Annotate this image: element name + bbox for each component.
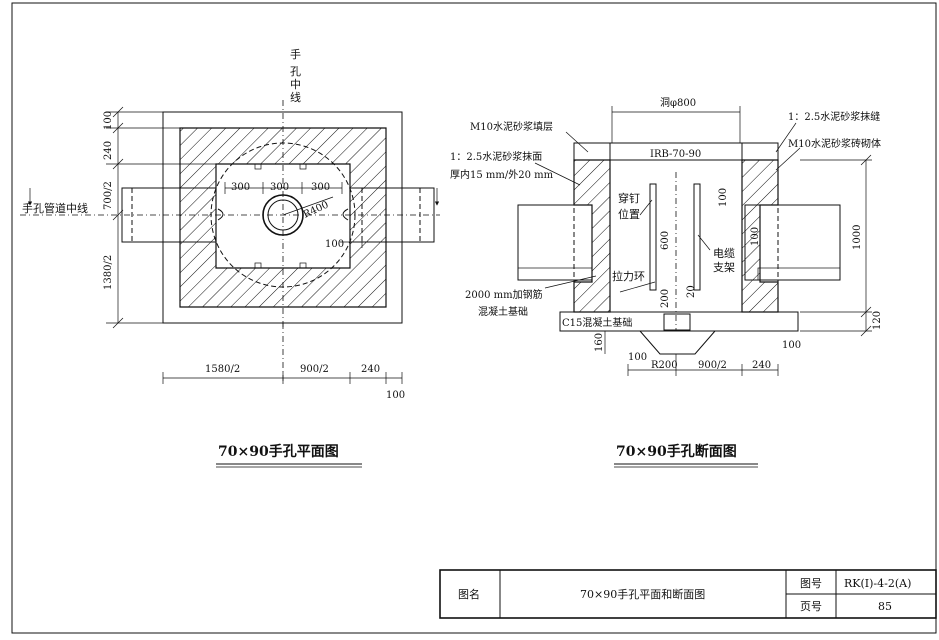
plan-radius-label: R400 bbox=[302, 199, 331, 220]
sheet-border bbox=[11, 2, 937, 634]
section-dim-100b: 100 bbox=[750, 227, 761, 246]
plan-centerline-label-3: 中 bbox=[290, 78, 301, 91]
plan-pipe-centerline-label: 手孔管道中线 bbox=[22, 201, 88, 215]
plan-view: 手 孔 中 线 手孔管道中线 100 240 700/2 1380/2 300 … bbox=[20, 47, 440, 468]
plan-dim-bottom-3: 240 bbox=[361, 364, 380, 375]
section-label-mortar-joint: 1：2.5水泥砂浆抹缝 bbox=[788, 110, 880, 123]
section-dim-120: 120 bbox=[872, 311, 883, 330]
section-dim-bottom-5: 100 bbox=[782, 340, 801, 351]
section-label-plaster-thickness: 厚内15 mm/外20 mm bbox=[450, 168, 554, 181]
plan-centerline-label-1: 手 bbox=[290, 47, 301, 61]
title-block-drawing-no: RK(Ⅰ)-4-2(A) bbox=[844, 577, 911, 590]
plan-dim-bottom-1: 1580/2 bbox=[205, 364, 240, 375]
section-hole-dim: 洞φ800 bbox=[660, 97, 696, 109]
plan-centerline-label-4: 线 bbox=[290, 90, 301, 104]
section-cover bbox=[609, 142, 743, 161]
section-cover-label: IRB-70-90 bbox=[650, 149, 701, 160]
plan-dim-100: 100 bbox=[103, 111, 114, 130]
section-dim-100a: 100 bbox=[718, 188, 729, 207]
plan-centerline-label-2: 孔 bbox=[290, 65, 301, 78]
title-block-no-label: 图号 bbox=[800, 577, 822, 590]
title-block-name-label: 图名 bbox=[458, 587, 480, 601]
section-title: 70×90手孔断面图 bbox=[616, 443, 737, 460]
section-dim-bottom-3: 900/2 bbox=[698, 360, 727, 371]
section-label-m10-brick: M10水泥砂浆砖砌体 bbox=[788, 137, 881, 150]
title-block-page-no: 85 bbox=[878, 600, 892, 613]
section-label-m10-fill: M10水泥砂浆填层 bbox=[470, 120, 553, 133]
section-dim-bottom-1: 100 bbox=[628, 352, 647, 363]
title-block-page-label: 页号 bbox=[800, 600, 822, 613]
section-dim-600: 600 bbox=[660, 231, 671, 250]
section-wall-left bbox=[573, 159, 611, 313]
plan-title: 70×90手孔平面图 bbox=[218, 443, 339, 460]
section-label-rebar: 2000 mm加钢筋 bbox=[465, 288, 543, 301]
plan-dim-700-2: 700/2 bbox=[103, 181, 114, 210]
section-label-cable-1: 电缆 bbox=[713, 247, 735, 260]
section-dim-bottom-4: 240 bbox=[752, 360, 771, 371]
section-label-concrete: 混凝土基础 bbox=[478, 305, 528, 318]
section-dim-1000: 1000 bbox=[852, 225, 863, 250]
section-base bbox=[559, 311, 799, 332]
section-label-cable-2: 支架 bbox=[713, 261, 735, 274]
title-block: 图名 70×90手孔平面和断面图 图号 RK(Ⅰ)-4-2(A) 页号 85 bbox=[439, 569, 937, 619]
plan-dim-bottom-2: 900/2 bbox=[300, 364, 329, 375]
plan-inner-room bbox=[215, 163, 351, 269]
plan-dim-bottom-4: 100 bbox=[386, 390, 405, 401]
section-label-nail-1: 穿钉 bbox=[618, 191, 640, 205]
section-dim-20: 20 bbox=[686, 285, 697, 298]
plan-dim-top-1: 300 bbox=[231, 182, 250, 193]
section-pipe-left bbox=[517, 204, 593, 281]
plan-dim-1380-2: 1380/2 bbox=[103, 255, 114, 290]
section-dim-200: 200 bbox=[660, 289, 671, 308]
section-dim-160: 160 bbox=[594, 333, 605, 352]
section-view: 洞φ800 M10水泥砂浆填层 1：2.5水泥砂浆抹缝 M10水泥砂浆砖砌体 1… bbox=[450, 97, 883, 468]
title-block-drawing-name: 70×90手孔平面和断面图 bbox=[580, 587, 705, 601]
plan-base-outline bbox=[162, 111, 403, 324]
section-label-plaster: 1：2.5水泥砂浆抹面 bbox=[450, 150, 542, 163]
plan-dim-240: 240 bbox=[103, 141, 114, 160]
section-label-c15: C15混凝土基础 bbox=[562, 316, 632, 329]
plan-dim-top-3: 300 bbox=[311, 182, 330, 193]
section-dim-bottom-2: R200 bbox=[651, 360, 678, 371]
section-label-nail-2: 位置 bbox=[618, 207, 640, 221]
plan-dim-100-inner: 100 bbox=[325, 239, 344, 250]
plan-dim-top-2: 300 bbox=[270, 182, 289, 193]
section-label-ring: 拉力环 bbox=[612, 269, 645, 283]
